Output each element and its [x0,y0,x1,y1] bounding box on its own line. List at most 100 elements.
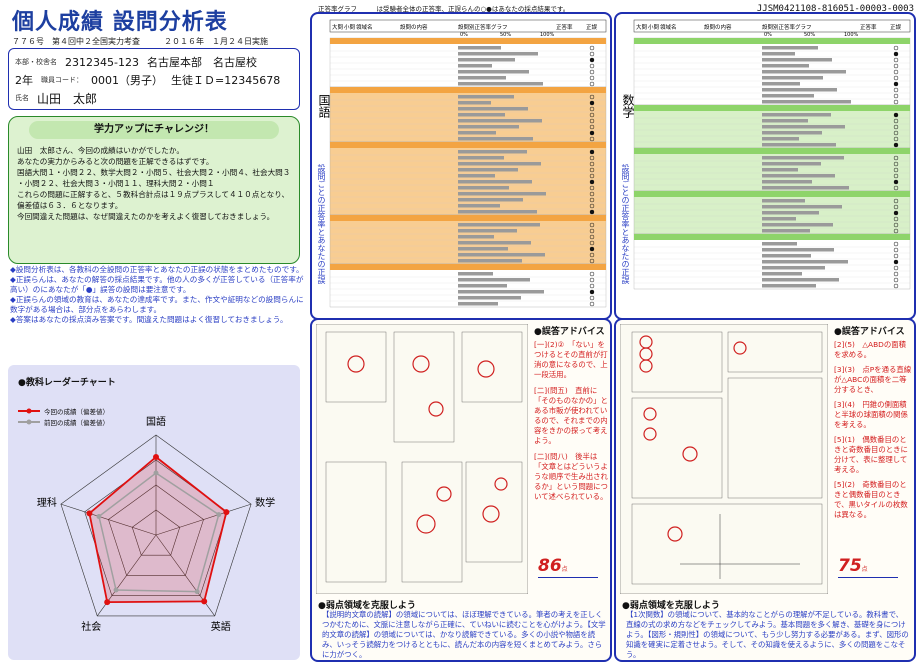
table-bar [458,247,508,251]
radar-point-prev [194,589,200,595]
table-bar [762,82,800,86]
graph-legend: 正答率グラフ は受験者全体の正答率、正誤らんの○●はあなたの採点結果です。 [318,5,570,13]
table-bar [458,223,540,227]
table-header-cell: 領域名 [356,23,373,31]
table-section-header [634,148,910,154]
table-bar [762,58,832,62]
table-axis-label: 0% [764,32,772,38]
table-mark [893,265,899,271]
table-bar [762,205,842,209]
table-mark [893,259,899,265]
table-mark [893,167,899,173]
math-score-unit: 点 [861,566,868,573]
table-section-header [634,234,910,240]
jp-weak-text: 【説明的文章の読解】の領域については、ほぼ理解できている。筆者の考えを正しくつか… [322,610,606,659]
math-weak-text: 【1次関数】の領域について、基本的なことがらの理解が不足している。教科書で、直線… [626,610,909,659]
table-mark [589,228,595,234]
radar-point-now [104,599,111,606]
table-bar [762,284,816,288]
table-mark [589,203,595,209]
school-id: 2312345-123 [65,55,139,69]
table-bar [762,186,849,190]
title-part-a: 個人成績 [12,10,105,35]
math-score: 75 [838,556,862,576]
table-bar [458,131,496,135]
legend-now: 今回の成績（偏差値） [18,405,109,416]
table-bar [762,125,845,129]
table-bar [762,137,799,141]
table-bar [458,76,506,80]
table-mark [893,283,899,289]
note-item: ◆設問分析表は、各教科の全設問の正答率とあなたの正誤の状態をまとめたものです。 [10,265,304,274]
table-bar [762,272,802,276]
radar-point-now [86,510,93,517]
table-bar [458,137,533,141]
radar-axis-line [155,503,252,536]
table-bar [458,162,541,166]
radar-title: ●教科レーダーチャート [18,378,116,388]
table-mark [589,234,595,240]
jp-advice-item: [一](2)② 「ない」をつけるとその直前が打消の意になるので、上一段活用。 [534,340,608,379]
table-mark [589,167,595,173]
table-bar [458,150,527,154]
math-advice-title: ●誤答アドバイス [834,327,905,337]
table-mark [589,57,595,63]
table-mark [589,283,595,289]
table-bar [762,180,812,184]
table-bar [762,162,821,166]
table-mark [589,246,595,252]
table-mark [589,185,595,191]
radar-point-now [153,454,159,460]
table-mark [893,179,899,185]
table-mark [589,100,595,106]
radar-chart-panel: ●教科レーダーチャート 今回の成績（偏差値） 前回の成績（偏差値） 国語数学英語… [8,365,300,660]
table-bar [762,70,846,74]
table-section [329,214,607,265]
table-bar [458,204,500,208]
radar-point-now [201,598,208,605]
math-advice-item: [3](4) 円錐の側面積と半球の球面積の関係を考える。 [834,400,908,429]
table-axis-label: 50% [804,32,815,38]
legend-prev-label: 前回の成績（偏差値） [44,418,109,427]
table-bar [458,58,515,62]
math-subject-label: 数学 [621,94,635,118]
math-answer-panel: ●誤答アドバイス [2](5) △ABDの面積を求める。 [3](3) 点Pを通… [614,318,916,662]
jp-advice-list: [一](2)② 「ない」をつけるとその直前が打消の意になるので、上一段活用。 [… [534,340,608,502]
table-bar [458,156,504,160]
table-bar [762,143,836,147]
challenge-line: これらの問題に正解すると、５教科合計点は１９点プラスして４１０点となり、 [17,190,290,199]
table-bar [458,113,505,117]
jp-score: 86 [538,556,562,576]
table-mark [893,69,899,75]
table-mark [589,81,595,87]
table-bar [458,272,493,276]
name-label: 氏名 [15,94,29,102]
table-mark [589,75,595,81]
table-mark [893,51,899,57]
table-mark [589,130,595,136]
table-axis-label: 100% [540,32,555,38]
table-header-cell: 設問別正答率グラフ [458,23,508,31]
jp-vertical-caption: 設問ごとの正答率とあなたの正誤 [317,164,326,284]
table-bar [762,278,839,282]
table-section-header [330,142,606,148]
table-mark [893,216,899,222]
table-bar [762,260,848,264]
table-bar [762,119,808,123]
jp-score-unit: 点 [561,566,568,573]
radar-series-now [88,455,228,604]
table-bar [458,174,495,178]
table-mark [893,204,899,210]
table-mark [893,87,899,93]
table-mark [589,258,595,264]
table-bar [458,296,521,300]
table-mark [589,173,595,179]
table-mark [893,118,899,124]
table-mark [589,106,595,112]
table-bar [458,180,532,184]
table-bar [762,254,811,258]
table-mark [893,247,899,253]
